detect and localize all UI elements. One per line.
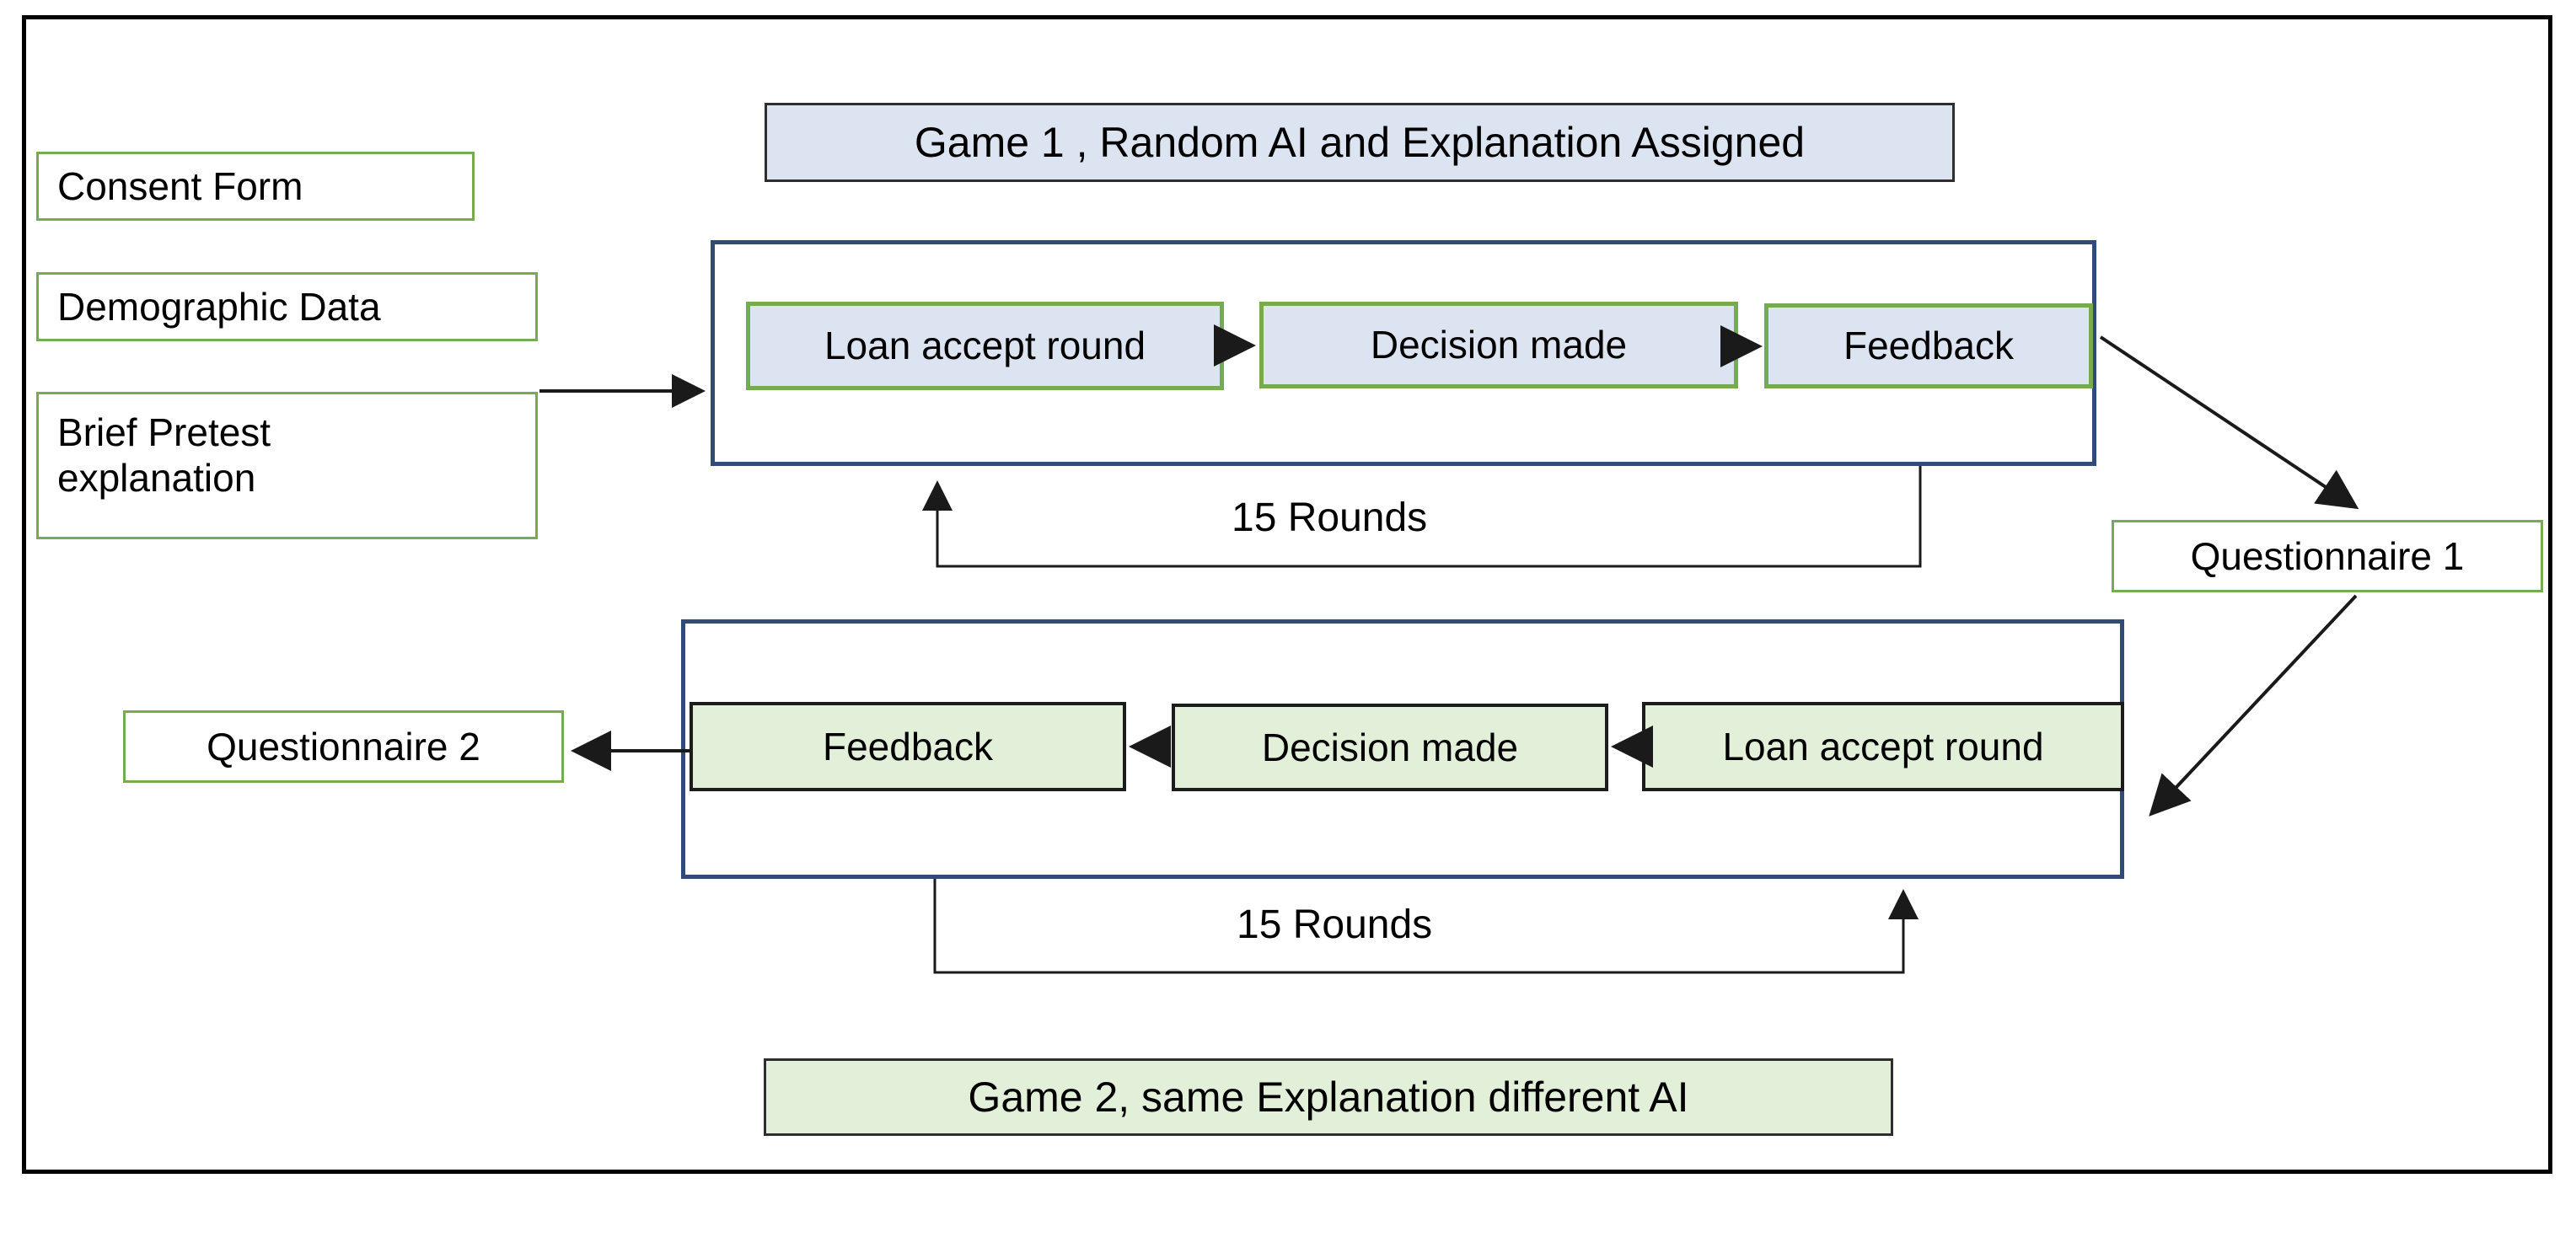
game1-step-decision-made[interactable]: Decision made <box>1259 302 1738 388</box>
game2-step-feedback[interactable]: Feedback <box>690 702 1126 791</box>
questionnaire-1-box[interactable]: Questionnaire 1 <box>2112 520 2543 592</box>
game2-step-label-feedback: Feedback <box>822 724 993 768</box>
game2-banner-label: Game 2, same Explanation different AI <box>968 1073 1689 1121</box>
questionnaire-2-box[interactable]: Questionnaire 2 <box>123 710 564 783</box>
intake-box-consent-form[interactable]: Consent Form <box>36 152 475 221</box>
game2-step-decision-made[interactable]: Decision made <box>1172 704 1608 791</box>
intake-label-consent-form: Consent Form <box>57 163 303 208</box>
intake-label-demographic-data: Demographic Data <box>57 284 381 329</box>
diagram-outer-frame <box>22 15 2552 1174</box>
game2-step-loan-accept-round[interactable]: Loan accept round <box>1642 702 2124 791</box>
intake-box-demographic-data[interactable]: Demographic Data <box>36 272 538 341</box>
game1-banner-label: Game 1 , Random AI and Explanation Assig… <box>914 118 1806 166</box>
game1-step-label-decision-made: Decision made <box>1370 323 1628 367</box>
game1-step-label-feedback: Feedback <box>1843 324 2014 368</box>
game1-step-feedback[interactable]: Feedback <box>1764 303 2093 388</box>
game1-loop-label: 15 Rounds <box>1232 495 1428 540</box>
intake-box-brief-pretest-explanation[interactable]: Brief Pretest explanation <box>36 392 538 539</box>
game2-step-label-decision-made: Decision made <box>1261 725 1519 769</box>
game2-banner: Game 2, same Explanation different AI <box>764 1058 1893 1136</box>
game1-step-label-loan-accept-round: Loan accept round <box>824 324 1146 368</box>
game1-banner: Game 1 , Random AI and Explanation Assig… <box>765 103 1955 182</box>
questionnaire-1-label: Questionnaire 1 <box>2190 533 2465 578</box>
game1-step-loan-accept-round[interactable]: Loan accept round <box>746 302 1224 390</box>
game2-loop-label: 15 Rounds <box>1237 902 1433 947</box>
intake-label-brief-pretest-explanation: Brief Pretest explanation <box>57 410 271 501</box>
questionnaire-2-label: Questionnaire 2 <box>207 724 480 768</box>
game2-step-label-loan-accept-round: Loan accept round <box>1722 724 2044 768</box>
